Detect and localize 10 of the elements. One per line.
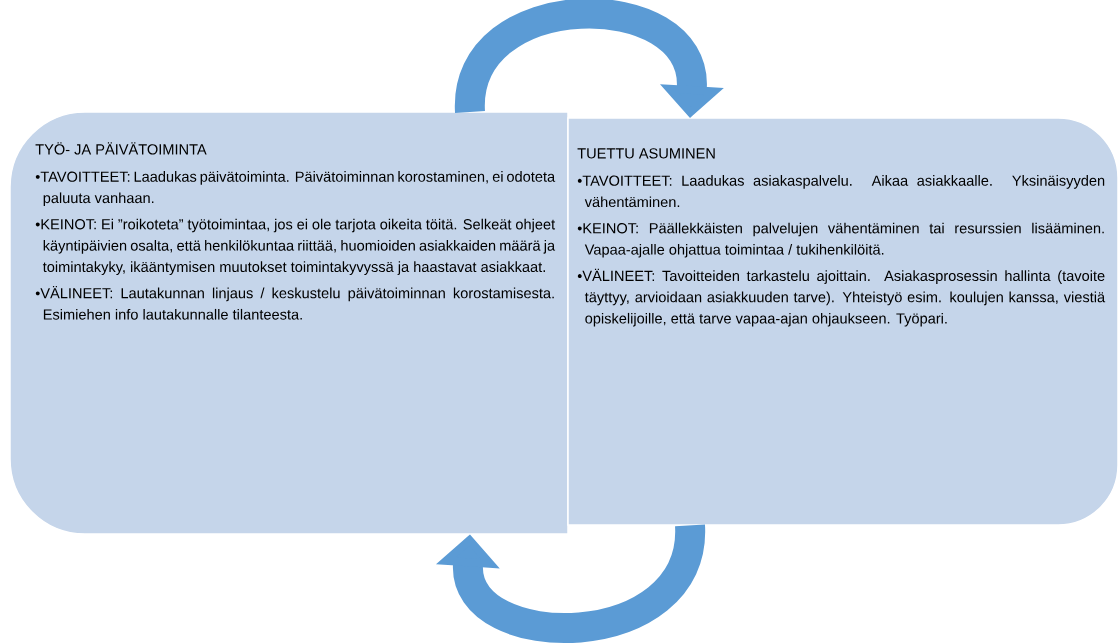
- bullet-text: •VÄLINEET: Lautakunnan linjaus / keskustelu päivätoiminnan korostamisesta. Esimiehen info lautakunnalle tilanteesta.: [35, 286, 554, 320]
- bullet-text: •TAVOITTEET: Laadukas päivätoiminta. Päivätoiminnan korostaminen, ei odoteta paluuta vanhaan.: [35, 171, 556, 207]
- process-box: [9, 111, 569, 535]
- heading-text: TUETTU ASUMINEN: [577, 148, 715, 159]
- bullet-text: •KEINOT: Päällekkäisten palvelujen vähentäminen tai resurssien lisääminen. Vapaa-ajalle ohjattua toimintaa / tukihenkilöitä.: [577, 222, 1104, 258]
- bullet-text: •KEINOT: Ei ”roikoteta” työtoimintaa, jos ei ole tarjota oikeita töitä. Selkeät ohjeet käyntipäivien osalta, että henkilökuntaa riittää, huomioiden asiakkaiden määrä ja toimintakyky, ikääntymisen muutokset toimintakyvyssä ja haastavat asiakkaat.: [35, 218, 556, 275]
- bullet-text: •VÄLINEET: Tavoitteiden tarkastelu ajoittain. Asiakasprosessin hallinta (tavoite täyttyy, arvioidaan asiakkuuden tarve). Yhteistyö esim. koulujen kanssa, viestiä opiskelijoille, että tarve vapaa-ajan ohjaukseen. Työpari.: [577, 268, 1106, 327]
- bullet-text: •TAVOITTEET: Laadukas asiakaspalvelu. Aikaa asiakkaalle. Yksinäisyyden vähentäminen.: [577, 175, 1105, 208]
- heading-text: TYÖ- JA PÄIVÄTOIMINTA: [35, 142, 207, 155]
- process-box: [567, 117, 1119, 526]
